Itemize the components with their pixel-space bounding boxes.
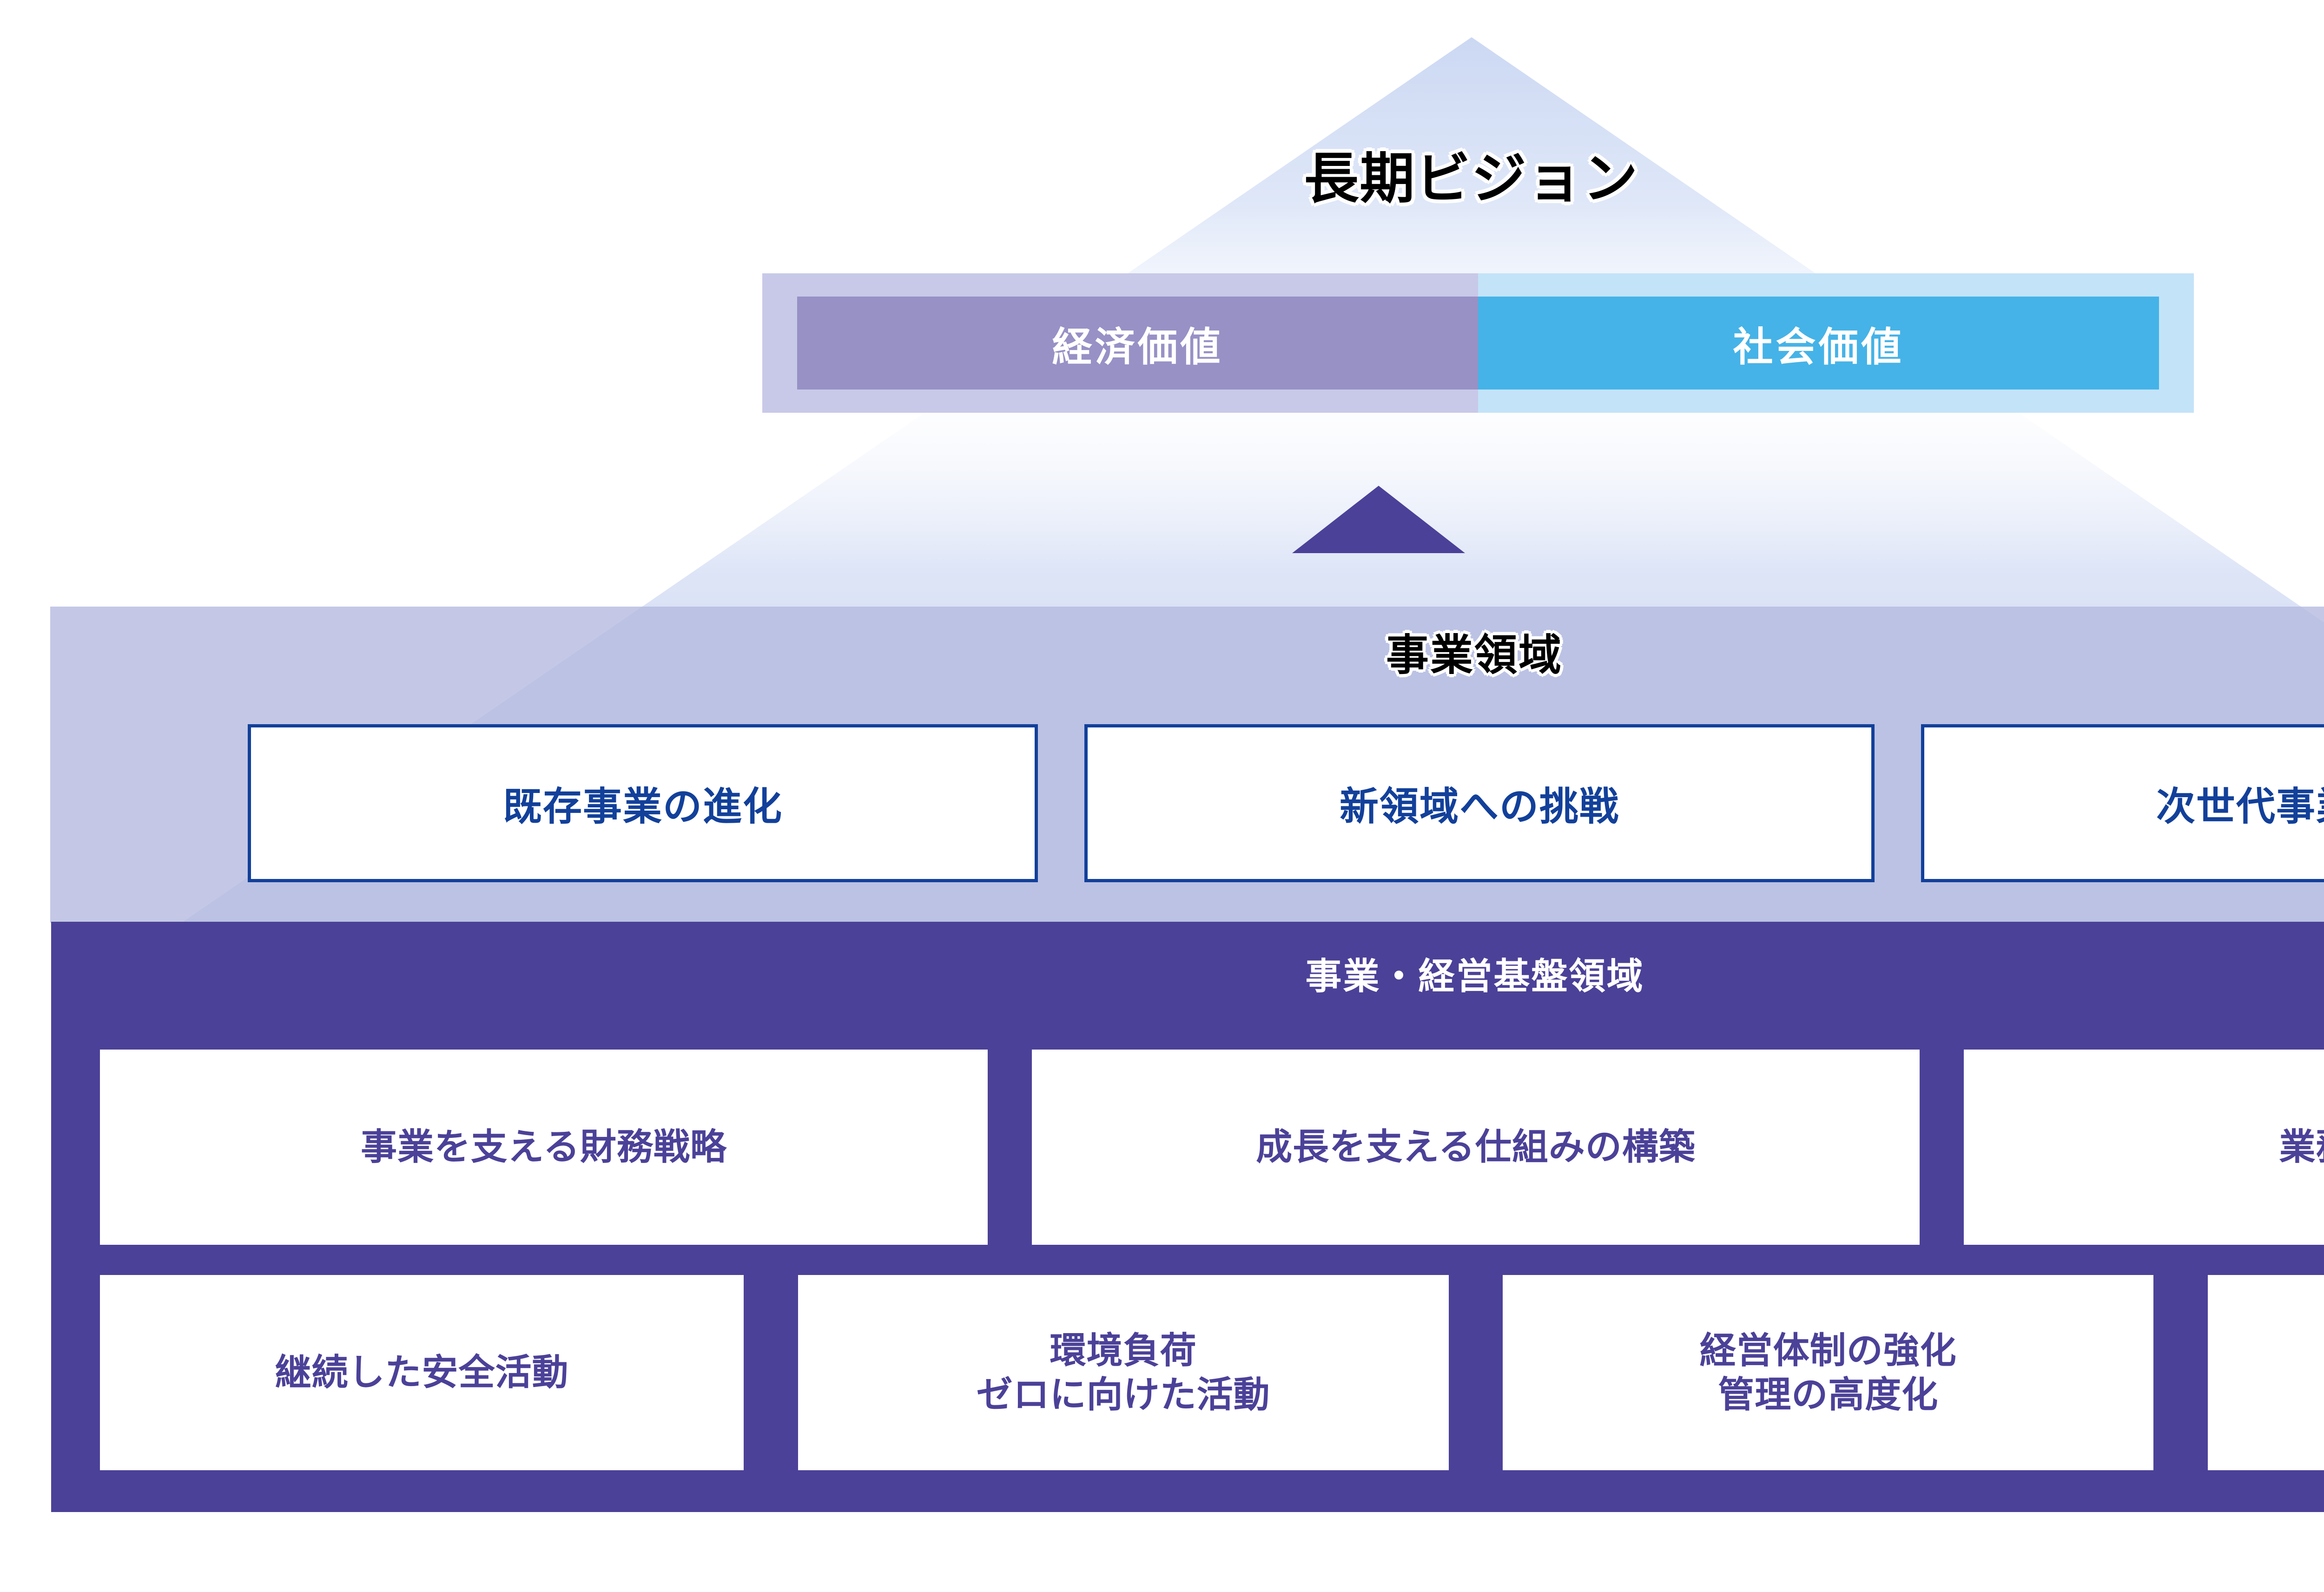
business-domain-card-list: 既存事業の進化 新領域への挑戦 次世代事業の創出 (248, 724, 2324, 882)
business-domain-card-2[interactable]: 新領域への挑戦 (1084, 724, 1875, 882)
foundation-card-2-2[interactable]: 環境負荷 ゼロに向けた活動 (798, 1275, 1449, 1470)
foundation-card-1-2[interactable]: 成長を支える仕組みの構築 (1032, 1050, 1920, 1245)
economic-value-box[interactable]: 経済価値 (797, 297, 1478, 390)
business-domain-card-1[interactable]: 既存事業の進化 (248, 724, 1038, 882)
social-value-box[interactable]: 社会価値 (1478, 297, 2159, 390)
business-domain-title: 事業領域 (1386, 632, 1563, 679)
foundation-card-2-4[interactable]: 組織の強化 (2207, 1275, 2324, 1470)
foundation-card-2-1[interactable]: 継続した安全活動 (100, 1275, 744, 1470)
page-title: 長期ビジョン (1304, 148, 1639, 210)
business-domain-card-3[interactable]: 次世代事業の創出 (1921, 724, 2324, 882)
foundation-row-2: 継続した安全活動 環境負荷 ゼロに向けた活動 経営体制の強化 管理の高度化 組織… (100, 1275, 2324, 1470)
value-band: 経済価値 社会価値 (762, 273, 2194, 413)
business-domain-band: 事業領域 既存事業の進化 新領域への挑戦 次世代事業の創出 (50, 607, 2324, 923)
foundation-card-1-3[interactable]: 業務全体の刷新 (1964, 1050, 2324, 1245)
up-arrow-icon (1292, 486, 1465, 553)
foundation-card-2-3[interactable]: 経営体制の強化 管理の高度化 (1503, 1275, 2154, 1470)
foundation-band: 事業・経営基盤領域 事業を支える財務戦略 成長を支える仕組みの構築 業務全体の刷… (51, 922, 2324, 1512)
foundation-card-1-1[interactable]: 事業を支える財務戦略 (100, 1050, 988, 1245)
foundation-title: 事業・経営基盤領域 (1305, 956, 1644, 997)
foundation-row-1: 事業を支える財務戦略 成長を支える仕組みの構築 業務全体の刷新 (100, 1050, 2324, 1245)
